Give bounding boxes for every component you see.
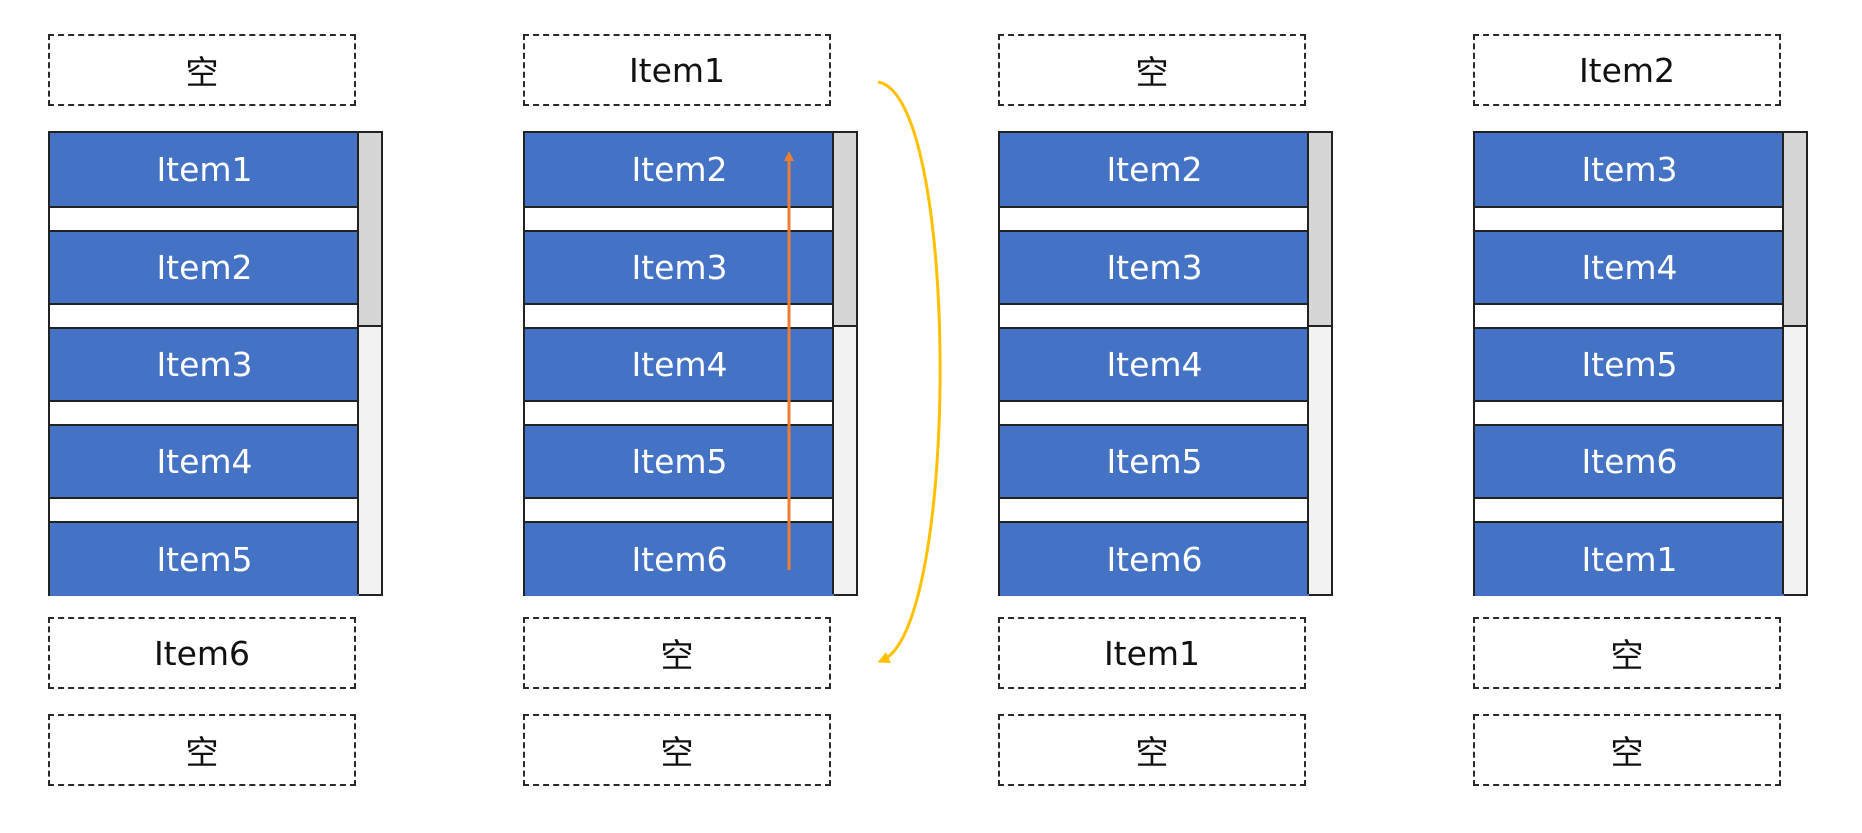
list-item: Item1 bbox=[50, 133, 359, 208]
viewport: Item1 Item2 Item3 Item4 Item5 bbox=[48, 131, 383, 596]
list-item: Item4 bbox=[50, 424, 359, 499]
list-item: Item3 bbox=[1475, 133, 1784, 208]
viewport: Item2 Item3 Item4 Item5 Item6 bbox=[523, 131, 858, 596]
bottom-slot: 空 bbox=[523, 617, 831, 689]
list-item: Item5 bbox=[1000, 424, 1309, 499]
state-column-3: 空 Item2 Item3 Item4 Item5 Item6 Item1 空 bbox=[998, 0, 1338, 833]
top-slot: 空 bbox=[998, 34, 1306, 106]
list-item: Item2 bbox=[50, 230, 359, 305]
bottom-slot: 空 bbox=[1473, 617, 1781, 689]
top-slot: Item2 bbox=[1473, 34, 1781, 106]
bottom-slot: 空 bbox=[48, 714, 356, 786]
state-column-4: Item2 Item3 Item4 Item5 Item6 Item1 空 空 bbox=[1473, 0, 1813, 833]
top-slot: Item1 bbox=[523, 34, 831, 106]
list-item: Item4 bbox=[1000, 327, 1309, 402]
list-item: Item6 bbox=[525, 521, 834, 596]
recycle-move-arrow bbox=[877, 80, 942, 663]
bottom-slot: 空 bbox=[998, 714, 1306, 786]
scrollbar-thumb[interactable] bbox=[1784, 133, 1806, 327]
list-item: Item2 bbox=[1000, 133, 1309, 208]
list-item: Item5 bbox=[1475, 327, 1784, 402]
list-item: Item3 bbox=[525, 230, 834, 305]
top-slot: 空 bbox=[48, 34, 356, 106]
list-item: Item3 bbox=[1000, 230, 1309, 305]
state-column-2: Item1 Item2 Item3 Item4 Item5 Item6 空 空 bbox=[523, 0, 863, 833]
scrollbar-track[interactable] bbox=[832, 133, 856, 594]
scrollbar-thumb[interactable] bbox=[1309, 133, 1331, 327]
list-item: Item1 bbox=[1475, 521, 1784, 596]
scrollbar-thumb[interactable] bbox=[834, 133, 856, 327]
list-item: Item6 bbox=[1000, 521, 1309, 596]
scrollbar-track[interactable] bbox=[1782, 133, 1806, 594]
scrollbar-track[interactable] bbox=[357, 133, 381, 594]
list-item: Item5 bbox=[525, 424, 834, 499]
list-item: Item2 bbox=[525, 133, 834, 208]
bottom-slot: Item6 bbox=[48, 617, 356, 689]
list-item: Item6 bbox=[1475, 424, 1784, 499]
list-item: Item5 bbox=[50, 521, 359, 596]
list-item: Item4 bbox=[525, 327, 834, 402]
scrollbar-track[interactable] bbox=[1307, 133, 1331, 594]
state-column-1: 空 Item1 Item2 Item3 Item4 Item5 Item6 空 bbox=[48, 0, 388, 833]
bottom-slot: Item1 bbox=[998, 617, 1306, 689]
viewport: Item3 Item4 Item5 Item6 Item1 bbox=[1473, 131, 1808, 596]
bottom-slot: 空 bbox=[1473, 714, 1781, 786]
scrollbar-thumb[interactable] bbox=[359, 133, 381, 327]
list-item: Item4 bbox=[1475, 230, 1784, 305]
viewport: Item2 Item3 Item4 Item5 Item6 bbox=[998, 131, 1333, 596]
bottom-slot: 空 bbox=[523, 714, 831, 786]
list-item: Item3 bbox=[50, 327, 359, 402]
